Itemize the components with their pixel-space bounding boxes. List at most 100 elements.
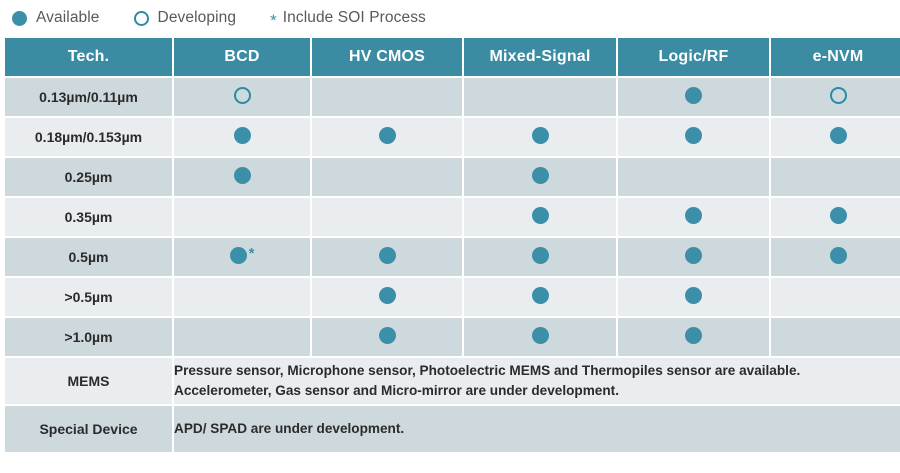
matrix-cell: [312, 198, 462, 236]
table-row: 0.25µm: [5, 158, 900, 196]
cell-marker: [685, 87, 702, 104]
filled-dot-icon: [233, 127, 251, 144]
cell-marker: [531, 207, 549, 224]
technology-table: Tech. BCD HV CMOS Mixed-Signal Logic/RF …: [3, 36, 900, 454]
cell-marker: [531, 287, 549, 304]
filled-dot-icon: [229, 247, 247, 264]
cell-marker: [233, 127, 251, 144]
technology-matrix: Tech. BCD HV CMOS Mixed-Signal Logic/RF …: [3, 36, 900, 454]
matrix-cell: [174, 118, 310, 156]
matrix-cell: [771, 118, 900, 156]
matrix-cell: [174, 198, 310, 236]
filled-dot-icon: [829, 207, 847, 224]
asterisk-icon: *: [248, 245, 255, 262]
note-label: Special Device: [5, 406, 172, 452]
filled-dot-icon: [685, 287, 702, 304]
column-header-e-nvm: e-NVM: [771, 38, 900, 76]
legend-label-soi: Include SOI Process: [282, 9, 426, 26]
matrix-cell: [312, 318, 462, 356]
open-circle-icon: [829, 87, 847, 104]
tech-node-label: >0.5µm: [5, 278, 172, 316]
cell-marker: [531, 327, 549, 344]
legend-label-developing: Developing: [157, 9, 237, 26]
table-row: >1.0µm: [5, 318, 900, 356]
matrix-cell: [464, 118, 616, 156]
note-line: Accelerometer, Gas sensor and Micro-mirr…: [174, 383, 619, 398]
table-row: 0.35µm: [5, 198, 900, 236]
matrix-cell: [618, 318, 769, 356]
cell-marker: [685, 327, 702, 344]
column-header-hv-cmos: HV CMOS: [312, 38, 462, 76]
cell-marker: [378, 247, 396, 264]
tech-node-label: 0.18µm/0.153µm: [5, 118, 172, 156]
matrix-cell: [174, 158, 310, 196]
cell-marker: [685, 287, 702, 304]
matrix-cell: [464, 238, 616, 276]
table-header: Tech. BCD HV CMOS Mixed-Signal Logic/RF …: [5, 38, 900, 76]
filled-dot-icon: [378, 127, 396, 144]
matrix-cell: [771, 198, 900, 236]
filled-dot-icon: [12, 10, 27, 26]
matrix-cell: [464, 318, 616, 356]
cell-marker: [233, 87, 251, 104]
filled-dot-icon: [531, 167, 549, 184]
matrix-cell: [464, 198, 616, 236]
matrix-cell: [771, 158, 900, 196]
matrix-cell: [771, 318, 900, 356]
cell-marker: [829, 247, 847, 264]
matrix-cell: [618, 78, 769, 116]
table-row: >0.5µm: [5, 278, 900, 316]
matrix-cell: [312, 238, 462, 276]
filled-dot-icon: [685, 247, 702, 264]
column-header-tech: Tech.: [5, 38, 172, 76]
table-row: 0.13µm/0.11µm: [5, 78, 900, 116]
note-text: Pressure sensor, Microphone sensor, Phot…: [174, 358, 900, 404]
filled-dot-icon: [531, 287, 549, 304]
matrix-cell: [771, 78, 900, 116]
matrix-cell: [464, 158, 616, 196]
note-label: MEMS: [5, 358, 172, 404]
filled-dot-icon: [378, 287, 396, 304]
filled-dot-icon: [685, 207, 702, 224]
tech-node-label: 0.35µm: [5, 198, 172, 236]
cell-marker: [531, 247, 549, 264]
tech-node-label: >1.0µm: [5, 318, 172, 356]
cell-marker: [531, 167, 549, 184]
matrix-cell: *: [174, 238, 310, 276]
table-row: 0.5µm *: [5, 238, 900, 276]
matrix-cell: [174, 278, 310, 316]
open-circle-icon: [133, 10, 149, 26]
note-text: APD/ SPAD are under development.: [174, 406, 900, 452]
matrix-cell: [618, 118, 769, 156]
tech-node-label: 0.5µm: [5, 238, 172, 276]
filled-dot-icon: [829, 127, 847, 144]
column-header-logic-rf: Logic/RF: [618, 38, 769, 76]
column-header-bcd: BCD: [174, 38, 310, 76]
matrix-cell: [312, 278, 462, 316]
filled-dot-icon: [685, 87, 702, 104]
matrix-cell: [618, 158, 769, 196]
tech-node-label: 0.25µm: [5, 158, 172, 196]
matrix-cell: [312, 78, 462, 116]
filled-dot-icon: [531, 207, 549, 224]
legend: Available Developing * Include SOI Proce…: [0, 0, 900, 36]
matrix-cell: [464, 278, 616, 316]
tech-node-label: 0.13µm/0.11µm: [5, 78, 172, 116]
matrix-cell: [618, 198, 769, 236]
cell-marker: [531, 127, 549, 144]
filled-dot-icon: [685, 127, 702, 144]
cell-marker: [829, 127, 847, 144]
matrix-cell: [174, 318, 310, 356]
matrix-cell: [464, 78, 616, 116]
open-circle-icon: [233, 87, 251, 104]
filled-dot-icon: [378, 247, 396, 264]
filled-dot-icon: [685, 327, 702, 344]
matrix-cell: [312, 118, 462, 156]
matrix-cell: [771, 238, 900, 276]
asterisk-icon: *: [270, 10, 277, 30]
cell-marker: [378, 127, 396, 144]
cell-marker: [685, 247, 702, 264]
